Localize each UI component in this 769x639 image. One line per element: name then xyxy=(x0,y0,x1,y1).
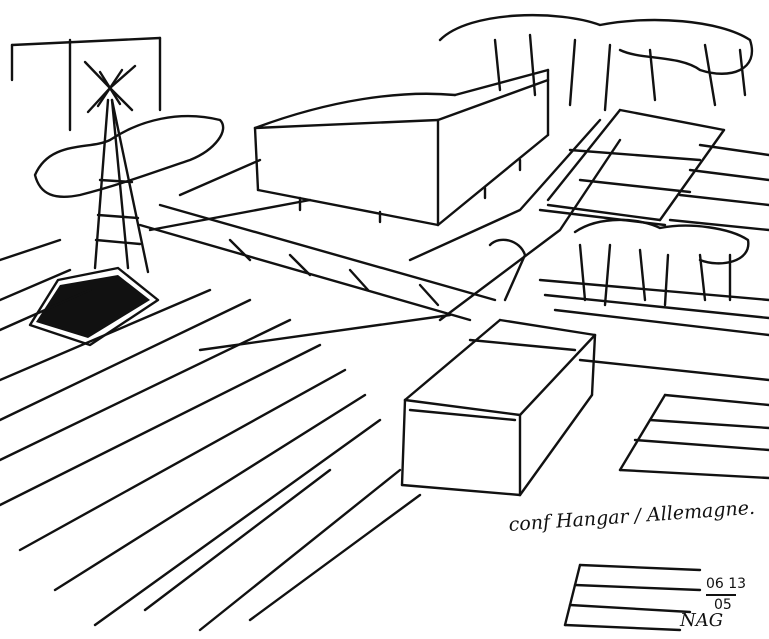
date-month: 05 xyxy=(714,597,732,613)
solar-panel-hatching xyxy=(36,275,150,338)
solar-panel xyxy=(28,266,160,347)
bottom-right-stripes xyxy=(563,563,702,632)
artist-signature: NAG xyxy=(680,610,724,631)
date-day-year: 06 13 xyxy=(706,576,747,592)
hangar-box xyxy=(400,318,597,497)
background-building xyxy=(10,36,162,132)
tree-canopy-top xyxy=(438,13,754,112)
right-platform xyxy=(538,108,726,227)
tree-grove-right xyxy=(488,218,750,307)
windmill xyxy=(83,60,150,274)
field-furrows xyxy=(0,238,452,632)
hedge-left xyxy=(33,114,225,198)
right-stripes xyxy=(538,143,769,480)
central-block xyxy=(253,68,550,227)
date-divider xyxy=(706,594,736,596)
